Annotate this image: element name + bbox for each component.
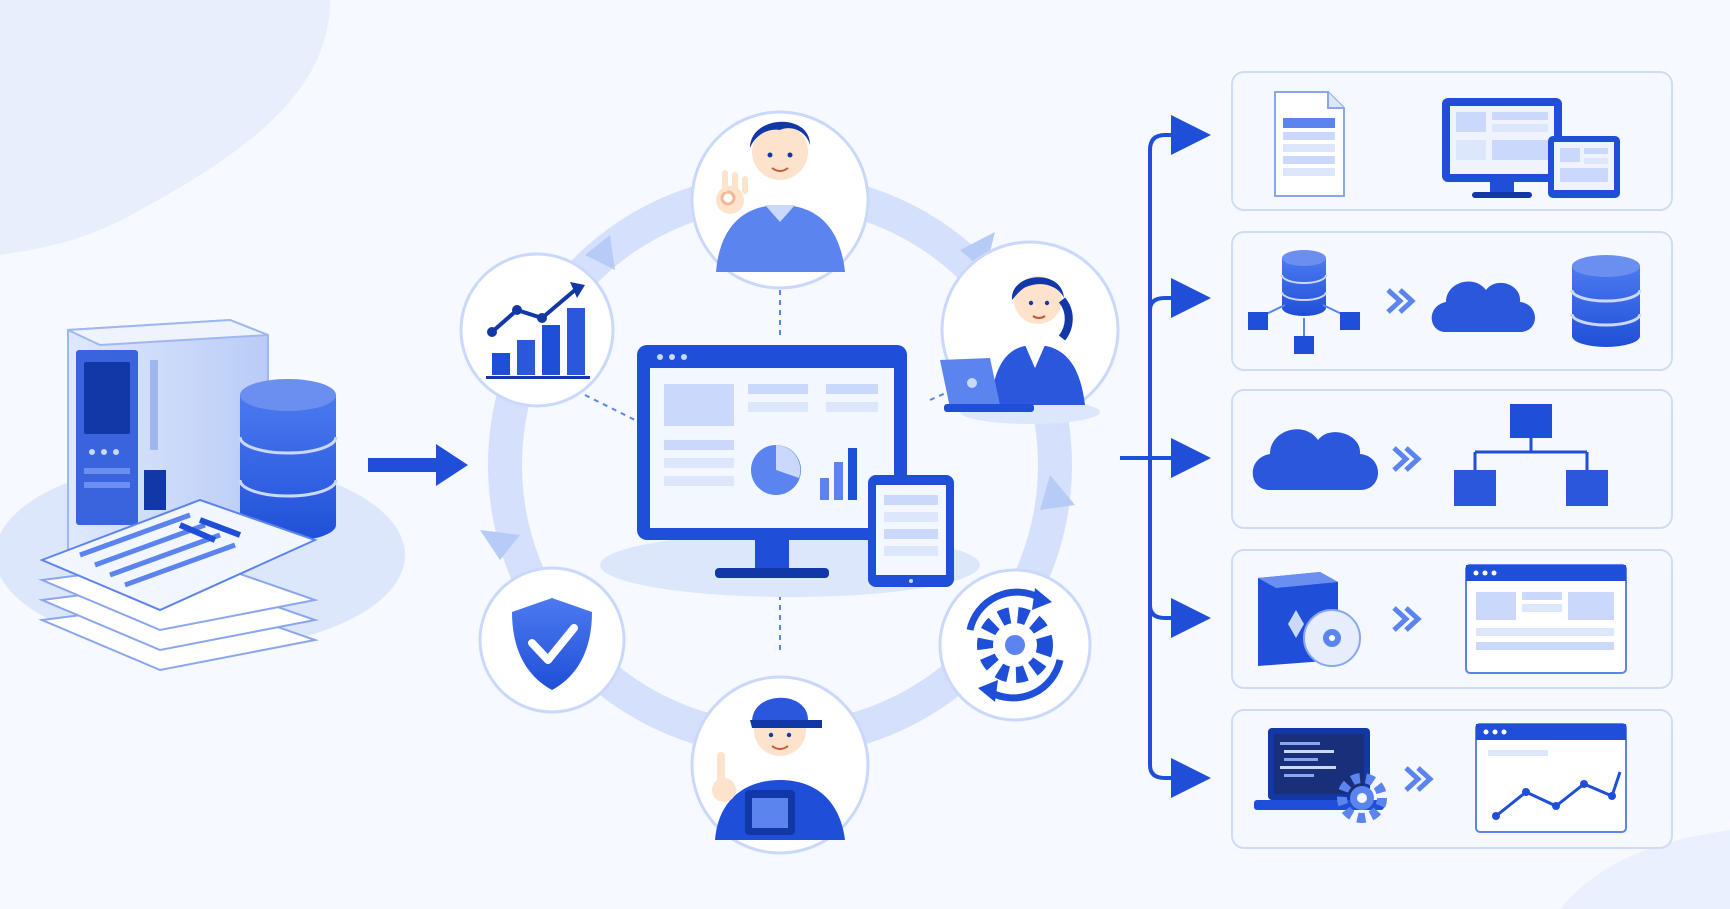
output-card-2 <box>1231 231 1673 371</box>
web-page-icon <box>1465 564 1627 674</box>
technician-clipboard-icon <box>690 675 870 855</box>
sync-gear-icon <box>938 568 1092 722</box>
source-to-hub-arrow <box>368 444 468 486</box>
tablet-icon <box>868 475 954 587</box>
line-chart-window-icon <box>1475 723 1627 833</box>
cloud-icon <box>1431 281 1535 332</box>
chevrons-icon <box>1392 446 1422 472</box>
chevrons-icon <box>1392 606 1422 632</box>
chevrons-icon <box>1386 288 1416 314</box>
chevrons-icon <box>1404 766 1434 792</box>
background-blob-top-left <box>0 0 330 255</box>
output-card-5 <box>1231 709 1673 849</box>
monitor-dashboard-icon <box>637 345 907 578</box>
cloud-icon <box>1252 429 1378 490</box>
person-ok-gesture-icon <box>690 110 870 290</box>
database-network-icon <box>1248 250 1360 354</box>
monitor-tablet-icon <box>1442 98 1620 198</box>
software-box-disc-icon <box>1258 572 1361 667</box>
document-stack-icon <box>38 498 319 672</box>
spreadsheet-document-icon <box>1274 91 1345 197</box>
source-systems <box>0 318 405 672</box>
hierarchy-tree-icon <box>1454 404 1608 506</box>
growth-chart-icon <box>459 252 615 408</box>
person-laptop-icon <box>940 240 1120 424</box>
database-cylinder-icon <box>238 379 338 541</box>
background-blob-bottom-right <box>1560 830 1730 909</box>
laptop-code-gear-icon <box>1254 728 1387 823</box>
output-card-1 <box>1231 71 1673 211</box>
output-card-3 <box>1231 389 1673 529</box>
output-branch-arrows <box>1120 115 1211 798</box>
database-cylinder-icon <box>1570 255 1642 347</box>
output-card-4 <box>1231 549 1673 689</box>
security-shield-check-icon <box>478 566 626 714</box>
